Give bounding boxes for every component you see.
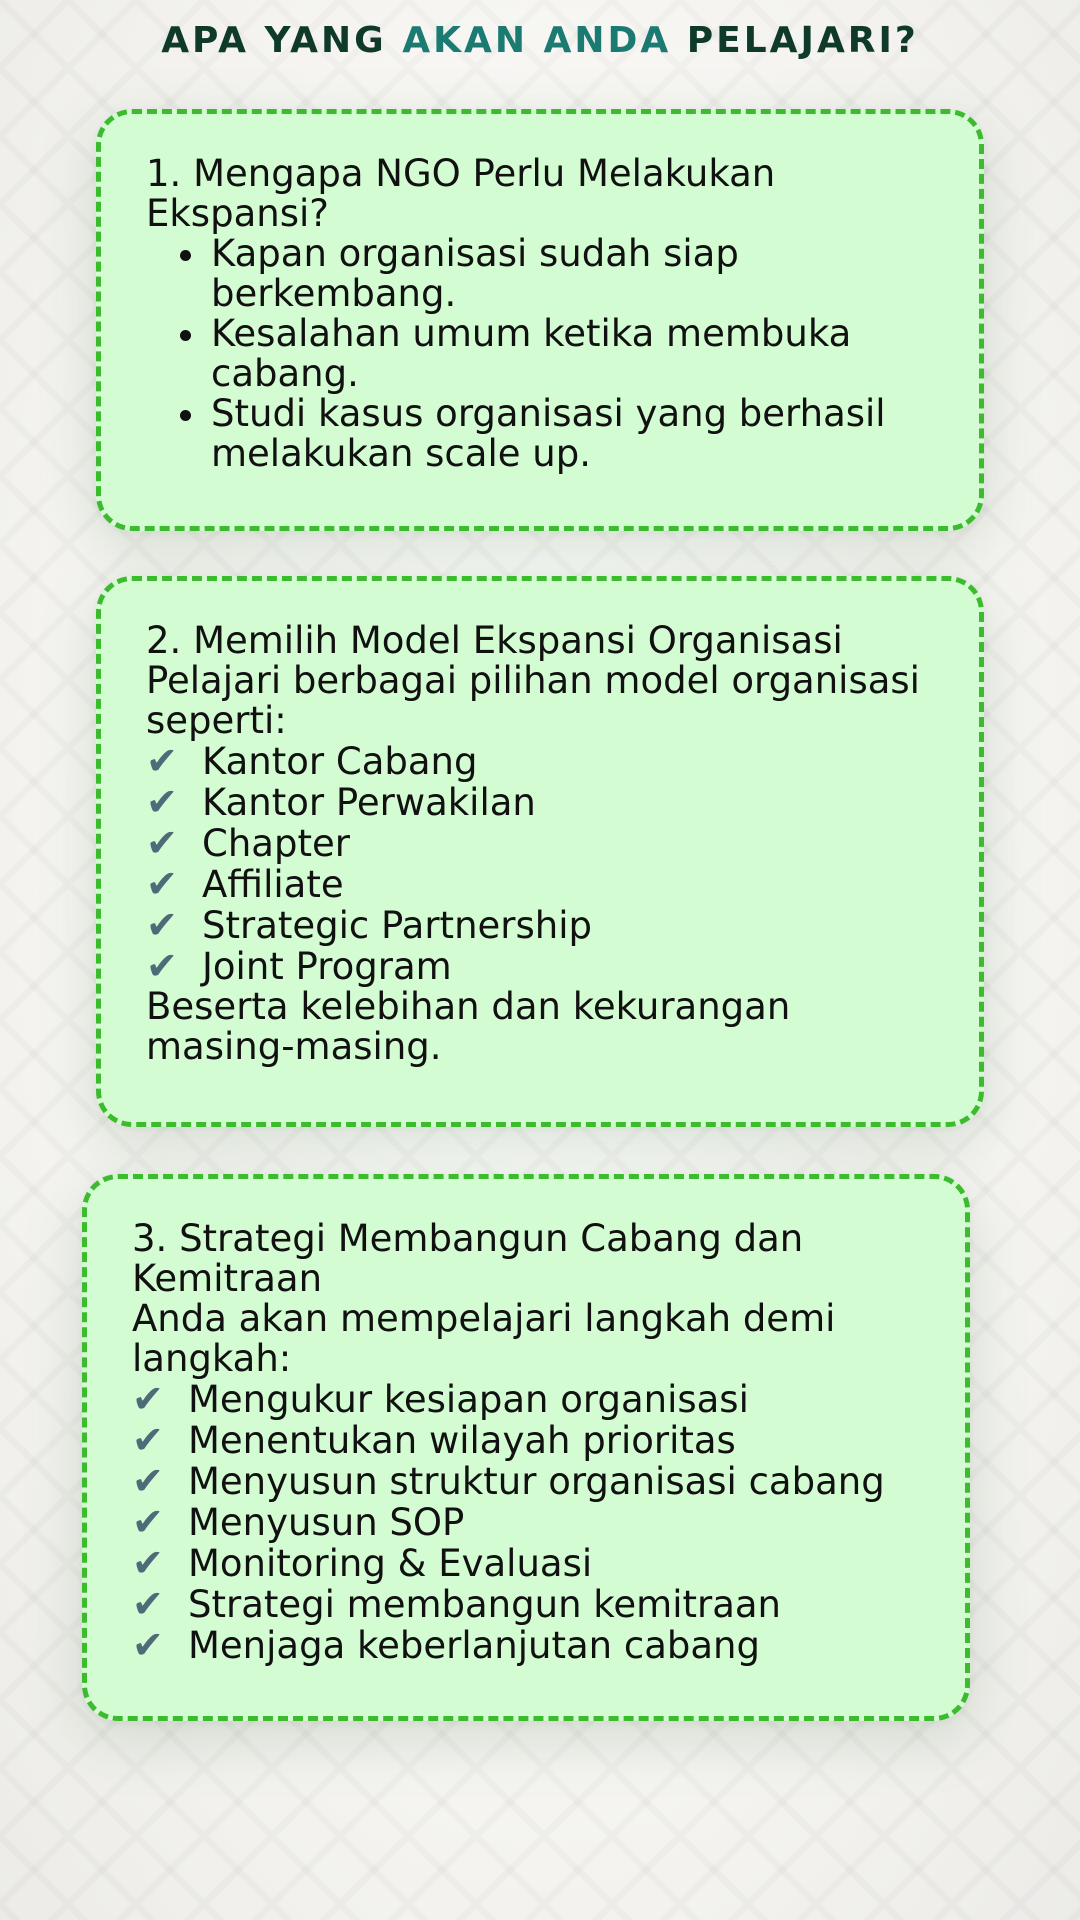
section-heading: 2. Memilih Model Ekspansi Organisasi bbox=[146, 619, 843, 662]
check-icon: ✔ bbox=[132, 1541, 164, 1585]
check-icon: ✔ bbox=[146, 739, 178, 783]
title-part-dark: APA YANG bbox=[161, 20, 403, 61]
check-item: ✔ Menjaga keberlanjutan cabang bbox=[132, 1625, 921, 1666]
check-item: ✔ Menentukan wilayah prioritas bbox=[132, 1420, 921, 1461]
section-intro: Anda akan mempelajari langkah demi langk… bbox=[132, 1297, 836, 1380]
check-item-label: Chapter bbox=[202, 822, 350, 865]
check-icon: ✔ bbox=[132, 1582, 164, 1626]
list-item: Kapan organisasi sudah siap berkembang. bbox=[209, 234, 935, 314]
check-item: ✔ Menyusun struktur organisasi cabang bbox=[132, 1461, 921, 1502]
check-item-label: Joint Program bbox=[202, 945, 452, 988]
check-icon: ✔ bbox=[132, 1500, 164, 1544]
check-item-label: Affiliate bbox=[202, 863, 344, 906]
check-item-label: Strategi membangun kemitraan bbox=[188, 1583, 781, 1626]
title-part-teal: AKAN ANDA bbox=[402, 20, 672, 61]
section-intro: Pelajari berbagai pilihan model organisa… bbox=[146, 659, 920, 742]
list-item: Kesalahan umum ketika membuka cabang. bbox=[209, 314, 935, 394]
section-heading: 3. Strategi Membangun Cabang dan Kemitra… bbox=[132, 1217, 804, 1300]
check-icon: ✔ bbox=[146, 903, 178, 947]
check-item: ✔ Menyusun SOP bbox=[132, 1502, 921, 1543]
check-icon: ✔ bbox=[146, 944, 178, 988]
check-item: ✔ Strategic Partnership bbox=[146, 905, 935, 946]
check-item: ✔ Strategi membangun kemitraan bbox=[132, 1584, 921, 1625]
section-card-1: 1. Mengapa NGO Perlu Melakukan Ekspansi?… bbox=[96, 109, 984, 531]
check-icon: ✔ bbox=[146, 862, 178, 906]
bullet-list: Kapan organisasi sudah siap berkembang. … bbox=[146, 234, 935, 474]
check-item-label: Menyusun SOP bbox=[188, 1501, 465, 1544]
check-icon: ✔ bbox=[132, 1459, 164, 1503]
check-item-label: Kantor Perwakilan bbox=[202, 781, 536, 824]
check-icon: ✔ bbox=[146, 821, 178, 865]
check-item-label: Monitoring & Evaluasi bbox=[188, 1542, 593, 1585]
check-item: ✔ Kantor Perwakilan bbox=[146, 782, 935, 823]
check-item: ✔ Joint Program bbox=[146, 946, 935, 987]
check-icon: ✔ bbox=[146, 780, 178, 824]
check-item-label: Menyusun struktur organisasi cabang bbox=[188, 1460, 885, 1503]
check-item: ✔ Monitoring & Evaluasi bbox=[132, 1543, 921, 1584]
section-outro: Beserta kelebihan dan kekurangan masing-… bbox=[146, 985, 791, 1068]
section-heading: 1. Mengapa NGO Perlu Melakukan Ekspansi? bbox=[146, 152, 776, 235]
list-item: Studi kasus organisasi yang berhasil mel… bbox=[209, 394, 935, 474]
check-item-label: Menentukan wilayah prioritas bbox=[188, 1419, 736, 1462]
check-item-label: Strategic Partnership bbox=[202, 904, 592, 947]
check-icon: ✔ bbox=[132, 1377, 164, 1421]
title-part-dark-end: PELAJARI? bbox=[671, 20, 919, 61]
check-item-label: Mengukur kesiapan organisasi bbox=[188, 1378, 749, 1421]
check-item-label: Menjaga keberlanjutan cabang bbox=[188, 1624, 760, 1667]
check-item: ✔ Mengukur kesiapan organisasi bbox=[132, 1379, 921, 1420]
check-item: ✔ Affiliate bbox=[146, 864, 935, 905]
check-icon: ✔ bbox=[132, 1623, 164, 1667]
check-icon: ✔ bbox=[132, 1418, 164, 1462]
section-card-2: 2. Memilih Model Ekspansi Organisasi Pel… bbox=[96, 576, 984, 1127]
check-item: ✔ Kantor Cabang bbox=[146, 741, 935, 782]
check-item-label: Kantor Cabang bbox=[202, 740, 478, 783]
check-item: ✔ Chapter bbox=[146, 823, 935, 864]
page-title: APA YANG AKAN ANDA PELAJARI? bbox=[0, 20, 1080, 61]
section-card-3: 3. Strategi Membangun Cabang dan Kemitra… bbox=[82, 1174, 970, 1721]
